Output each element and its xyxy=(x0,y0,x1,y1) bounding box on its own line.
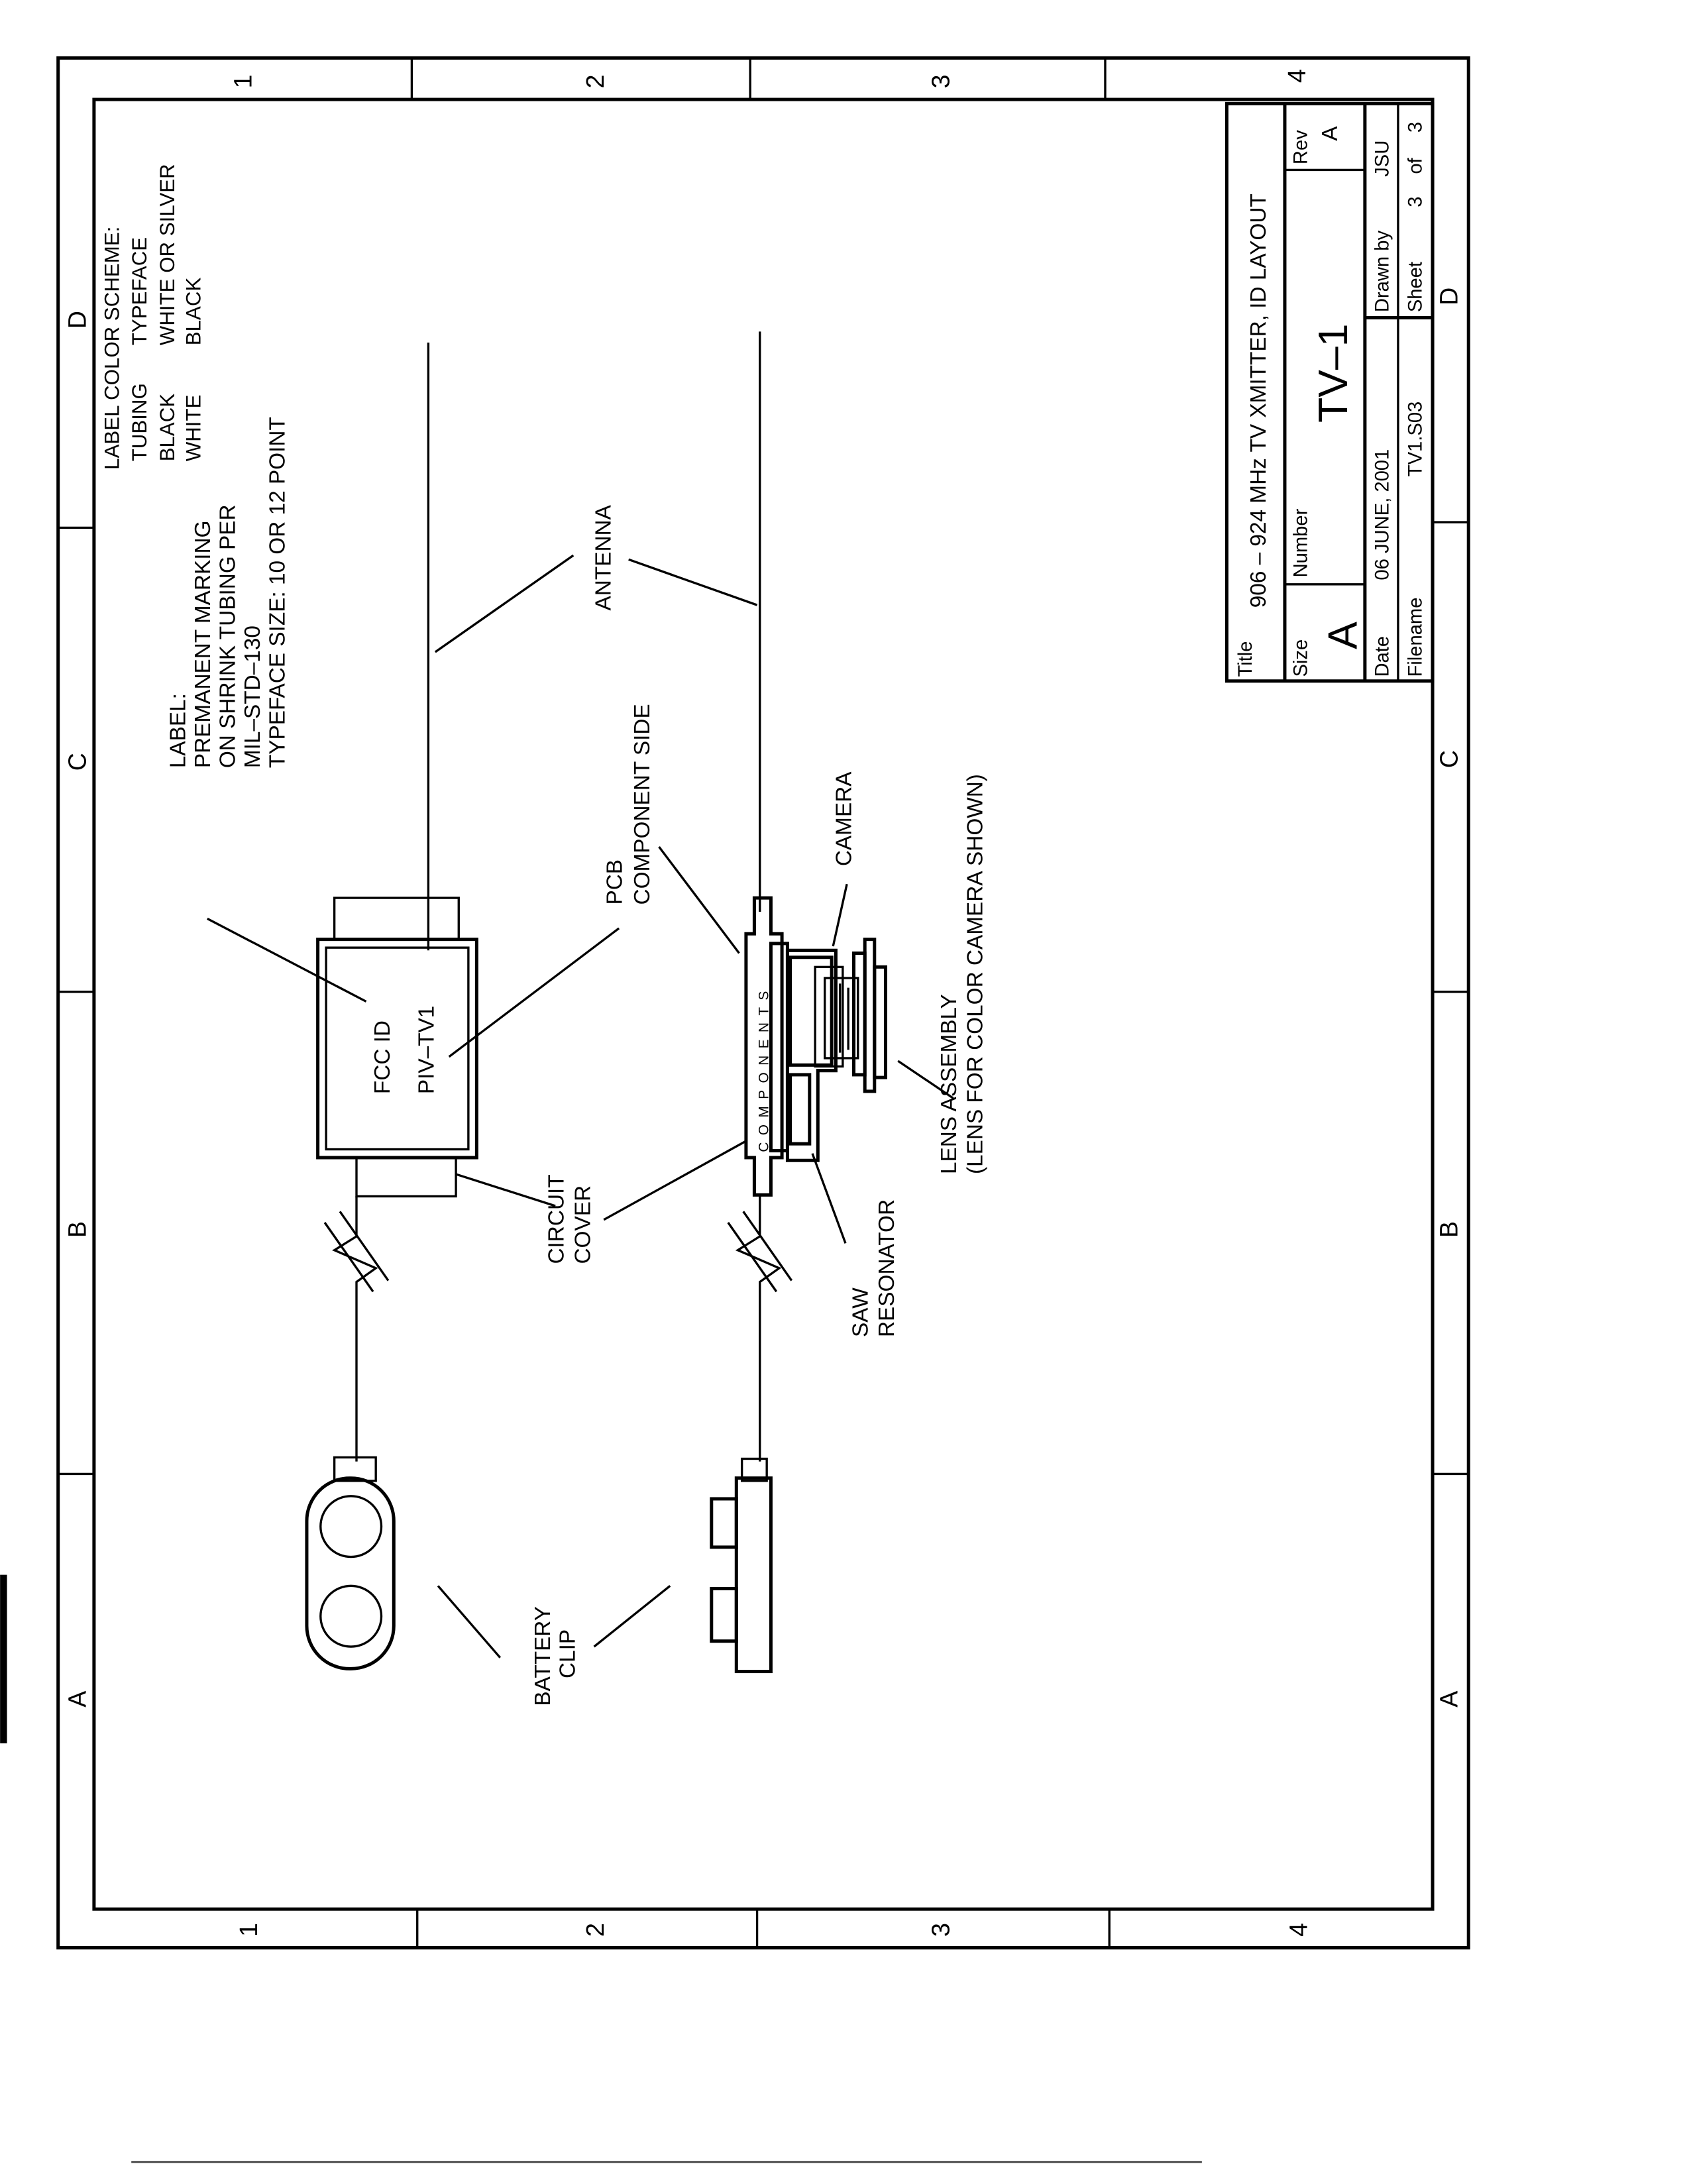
color-scheme-col-typeface: TYPEFACE xyxy=(128,237,151,345)
fcc-id-label: FCC ID xyxy=(370,1020,395,1094)
drawn-by-label: Drawn by xyxy=(1372,231,1393,313)
inner-border xyxy=(92,97,1435,1911)
title-label: Title xyxy=(1235,641,1256,677)
color-scheme-col-tubing: TUBING xyxy=(128,383,151,461)
label-note-line: MIL–STD–130 xyxy=(241,626,265,768)
size-label: Size xyxy=(1290,639,1311,677)
label-note-line: LABEL: xyxy=(166,693,190,768)
zone-letter-left-d: D xyxy=(63,311,91,329)
pcb-camera-device: COMPONENTS xyxy=(727,896,887,1462)
outer-border xyxy=(56,56,1470,1950)
date-label: Date xyxy=(1372,636,1393,677)
zone-letter-left-c: C xyxy=(63,753,91,771)
zone-letter-right-b: B xyxy=(1435,1221,1463,1238)
battery-clip-right xyxy=(710,1457,773,1674)
color-scheme-heading: LABEL COLOR SCHEME: xyxy=(100,227,123,470)
pcb-callout: PCB xyxy=(602,859,627,905)
color-scheme-row2-tubing: WHITE xyxy=(182,395,205,462)
label-note: LABEL: PREMANENT MARKING ON SHRINK TUBIN… xyxy=(166,417,290,768)
label-note-line: TYPEFACE SIZE: 10 OR 12 POINT xyxy=(266,417,290,768)
sheet-total: 3 xyxy=(1405,122,1426,133)
zone-number-top-4: 4 xyxy=(1283,69,1311,83)
components-marking: COMPONENTS xyxy=(756,984,771,1152)
date-value: 06 JUNE, 2001 xyxy=(1372,449,1393,580)
scan-edge-mark xyxy=(0,1574,7,1743)
label-note-line: ON SHRINK TUBING PER xyxy=(216,504,241,768)
zone-number-top-3: 3 xyxy=(926,75,954,89)
color-scheme-row1-typeface: WHITE OR SILVER xyxy=(156,164,179,345)
zone-letter-right-a: A xyxy=(1435,1691,1463,1708)
antenna-callout: ANTENNA xyxy=(592,504,616,610)
sheet-of-label: of xyxy=(1405,157,1426,174)
filename-label: Filename xyxy=(1405,598,1426,677)
color-scheme-row1-tubing: BLACK xyxy=(156,394,179,462)
lens-assembly-callout: LENS ASSEMBLY xyxy=(937,994,961,1174)
zone-number-bottom-1: 1 xyxy=(235,1923,262,1937)
clip-callout: CLIP xyxy=(555,1629,580,1678)
sheet-label: Sheet xyxy=(1405,262,1426,312)
label-note-line: PREMANENT MARKING xyxy=(191,520,215,768)
zone-number-top-2: 2 xyxy=(581,75,609,89)
drawing-title: 906 – 924 MHz TV XMITTER, ID LAYOUT xyxy=(1246,193,1271,608)
zone-dividers xyxy=(58,58,1469,1948)
filename-value: TV1.S03 xyxy=(1405,402,1426,477)
lens-note-callout: (LENS FOR COLOR CAMERA SHOWN) xyxy=(963,774,987,1174)
resonator-callout: RESONATOR xyxy=(875,1199,899,1337)
rev-label: Rev xyxy=(1290,130,1311,164)
circuit-callout: CIRCUIT xyxy=(545,1174,569,1264)
zone-letter-left-b: B xyxy=(63,1221,91,1238)
number-value: TV–1 xyxy=(1310,323,1356,422)
zone-number-bottom-2: 2 xyxy=(581,1923,609,1937)
battery-callout: BATTERY xyxy=(531,1606,555,1706)
drawn-by-value: JSU xyxy=(1372,140,1393,177)
size-value: A xyxy=(1319,622,1366,649)
zone-letter-right-d: D xyxy=(1435,288,1463,305)
rev-value: A xyxy=(1318,126,1342,141)
title-block: Title Size Number Rev Date 06 JUNE, 2001… xyxy=(1225,101,1435,683)
zone-letter-left-a: A xyxy=(63,1691,91,1708)
zone-letter-right-c: C xyxy=(1435,750,1463,768)
saw-callout: SAW xyxy=(848,1287,873,1337)
fcc-id-value: PIV–TV1 xyxy=(415,1006,439,1094)
circuit-cover-device: FCC ID PIV–TV1 xyxy=(316,897,478,1462)
number-label: Number xyxy=(1290,508,1311,577)
battery-clip-left xyxy=(305,1456,396,1670)
color-scheme-row2-typeface: BLACK xyxy=(182,278,205,346)
zone-number-bottom-3: 3 xyxy=(926,1923,954,1937)
component-side-callout: COMPONENT SIDE xyxy=(630,704,655,904)
color-scheme-note: LABEL COLOR SCHEME: TUBING TYPEFACE BLAC… xyxy=(100,164,205,470)
zone-number-top-1: 1 xyxy=(229,75,257,89)
cover-callout: COVER xyxy=(571,1185,595,1264)
sheet-number: 3 xyxy=(1405,196,1426,207)
camera-callout: CAMERA xyxy=(832,771,856,866)
zone-number-bottom-4: 4 xyxy=(1284,1923,1312,1937)
